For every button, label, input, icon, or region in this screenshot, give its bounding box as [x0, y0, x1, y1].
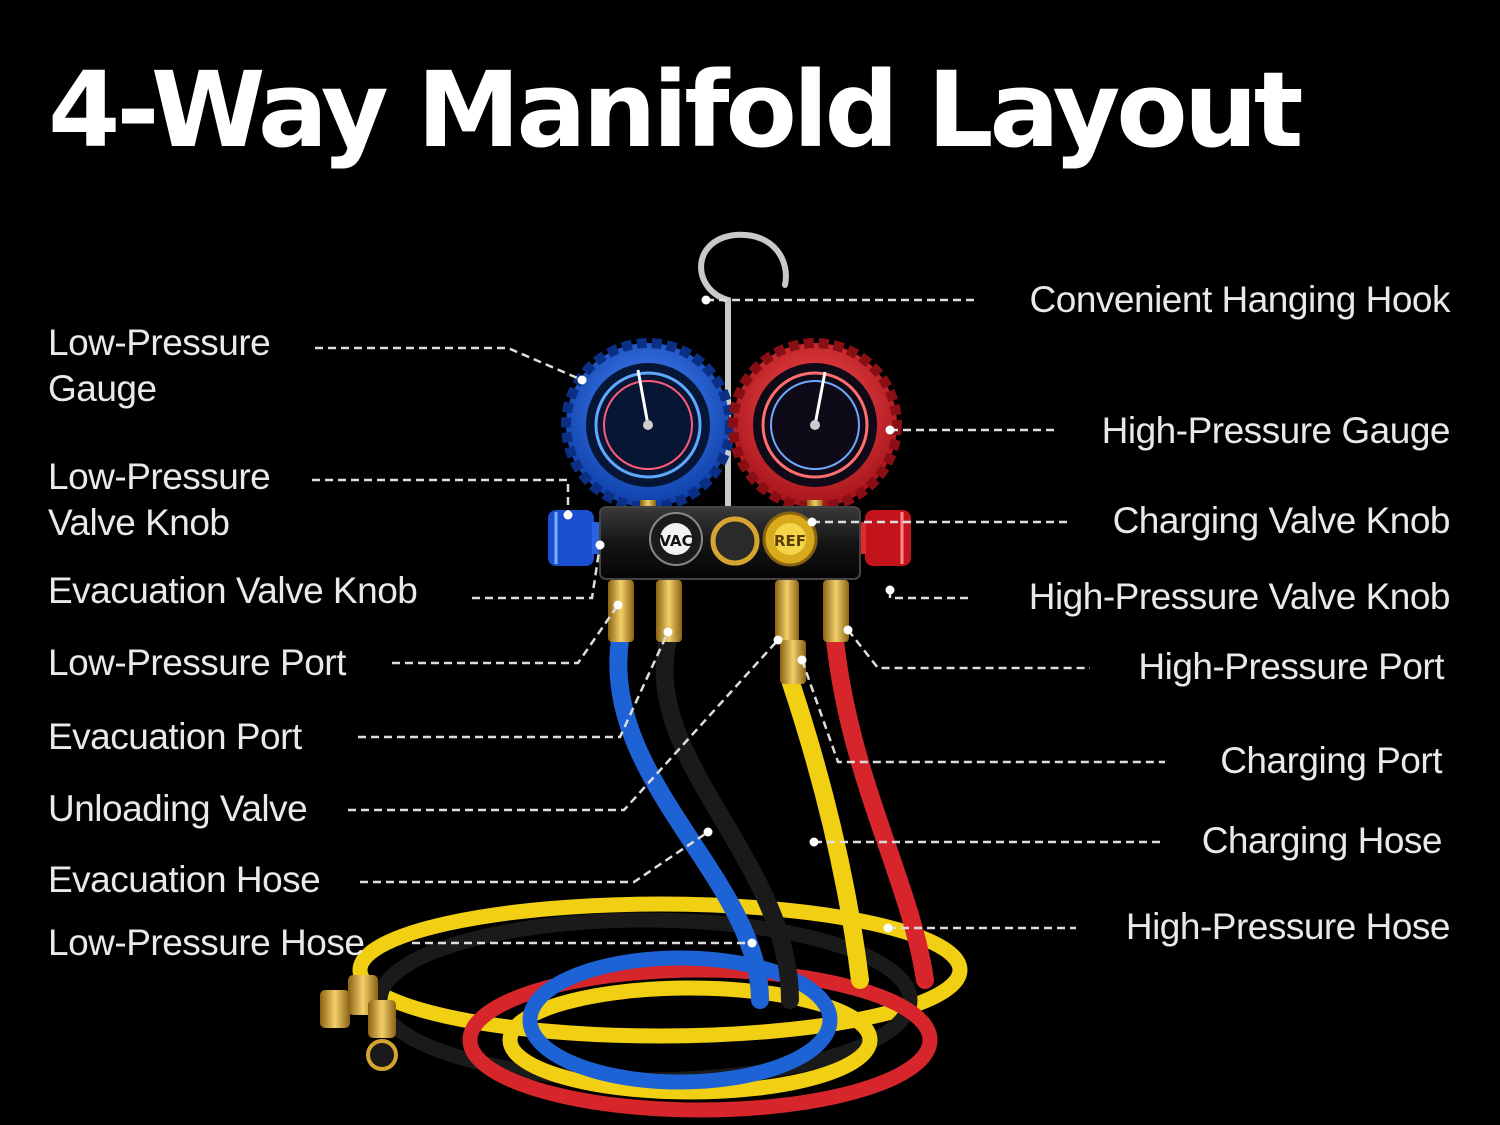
- label-high-pressure-port: High-Pressure Port: [1138, 646, 1444, 687]
- high-pressure-hose-coil: [462, 962, 938, 1118]
- label-evacuation-valve-knob: Evacuation Valve Knob: [48, 570, 418, 611]
- low-pressure-hose: [609, 631, 769, 1009]
- page-title: 4-Way Manifold Layout: [48, 49, 1303, 171]
- label-unloading-valve: Unloading Valve: [48, 788, 308, 829]
- charging-port: [780, 640, 806, 684]
- high-pressure-gauge: [728, 338, 902, 512]
- evacuation-port: [656, 580, 682, 642]
- hose-coils: [352, 896, 968, 1118]
- label-evacuation-hose: Evacuation Hose: [48, 859, 321, 900]
- hoses: [609, 631, 934, 1009]
- label-high-pressure-gauge: High-Pressure Gauge: [1101, 410, 1451, 451]
- high-pressure-port: [823, 580, 849, 642]
- label-evacuation-port: Evacuation Port: [48, 716, 302, 757]
- label-low-pressure-valve-knob: Low-Pressure Valve Knob: [48, 456, 271, 543]
- label-low-pressure-hose: Low-Pressure Hose: [48, 922, 365, 963]
- label-low-pressure-gauge: Low-Pressure Gauge: [48, 322, 271, 409]
- charging-hose: [781, 671, 869, 989]
- ref-label: REF: [774, 532, 806, 550]
- charging-hose-coil: [352, 896, 968, 1044]
- vac-label: VAC: [659, 532, 692, 550]
- label-charging-valve-knob: Charging Valve Knob: [1112, 500, 1451, 541]
- low-pressure-hose-coil: [522, 950, 838, 1090]
- label-high-pressure-valve-knob: High-Pressure Valve Knob: [1028, 576, 1451, 617]
- low-pressure-port: [608, 580, 634, 642]
- evacuation-hose: [655, 631, 799, 1009]
- label-high-pressure-hose: High-Pressure Hose: [1125, 906, 1451, 947]
- center-port: [710, 516, 760, 566]
- end-fittings: [320, 975, 398, 1071]
- low-pressure-gauge: [561, 338, 735, 512]
- charging-hose-coil-inner: [502, 980, 878, 1100]
- label-low-pressure-port: Low-Pressure Port: [48, 642, 346, 683]
- high-pressure-hose: [826, 631, 934, 989]
- label-charging-port: Charging Port: [1220, 740, 1442, 781]
- unloading-valve: [775, 580, 799, 644]
- leader-dots: [563, 295, 895, 948]
- evacuation-valve-knob: VAC: [649, 512, 703, 566]
- hanging-hook: [698, 231, 789, 513]
- charging-valve-knob: REF: [762, 511, 818, 567]
- label-hanging-hook: Convenient Hanging Hook: [1029, 279, 1451, 320]
- ports: [608, 580, 849, 684]
- label-charging-hose: Charging Hose: [1201, 820, 1443, 861]
- leader-lines: [312, 298, 1165, 945]
